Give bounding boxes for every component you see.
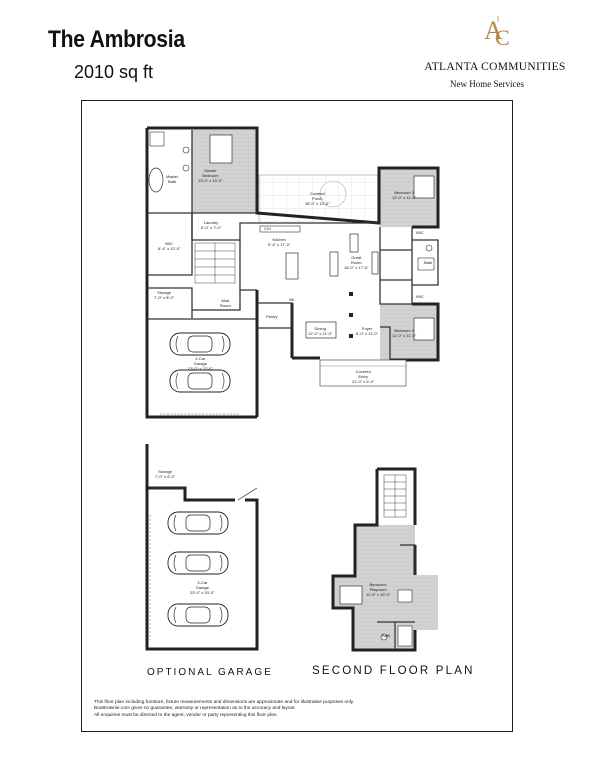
room-label-wic-bed2: WIC xyxy=(416,294,424,299)
room-label-bath: Bath xyxy=(424,260,433,265)
room-label-bath-upper: Bath xyxy=(382,633,391,638)
ac-monogram-icon: A C xyxy=(484,16,510,48)
caption-optional-garage: OPTIONAL GARAGE xyxy=(147,667,273,678)
svg-text:C: C xyxy=(495,25,510,48)
room-label-nk: Nk xyxy=(289,297,294,302)
room-label-ch: C/H xyxy=(264,226,271,231)
main-floor-plan xyxy=(145,126,440,419)
square-footage: 2010 sq ft xyxy=(74,62,154,82)
room-label-pantry: Pantry xyxy=(266,314,278,319)
svg-text:A: A xyxy=(484,16,503,45)
room-label-wic-bed3: WIC xyxy=(416,230,424,235)
disclaimer-line-2: BoxBrownie.com gives no guarantee, warra… xyxy=(94,706,296,712)
disclaimer-line-1: This floor plan including furniture, fix… xyxy=(94,700,355,705)
floor-plan-frame xyxy=(81,100,513,732)
company-logo: A C ATLANTA COMMUNITIES New Home Service… xyxy=(420,14,570,94)
optional-garage-plan xyxy=(145,444,259,651)
disclaimer: This floor plan including furniture, fix… xyxy=(94,700,514,719)
company-name: ATLANTA COMMUNITIES xyxy=(424,61,566,73)
disclaimer-line-3: All enquiries must be directed to the ag… xyxy=(94,712,278,718)
second-floor-plan xyxy=(331,467,438,652)
caption-second-floor: SECOND FLOOR PLAN xyxy=(312,665,475,677)
company-tagline: New Home Services xyxy=(450,79,524,89)
plan-title: The Ambrosia xyxy=(48,26,185,53)
